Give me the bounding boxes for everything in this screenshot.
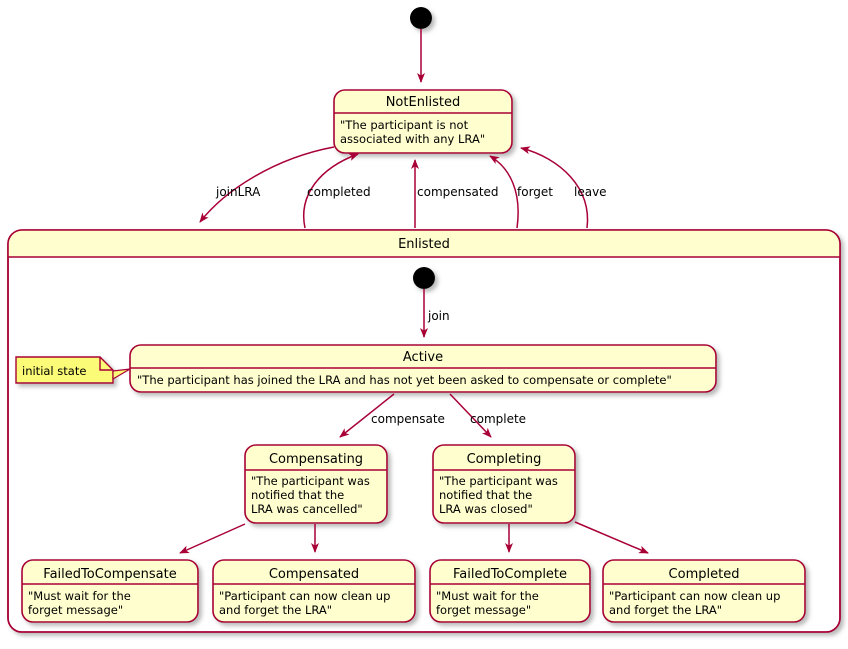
state-compensating-title: Compensating	[269, 452, 363, 467]
transition-completed: completed	[303, 153, 371, 229]
transition-compensated-label: compensated	[417, 185, 499, 199]
state-failedtocompensate[interactable]: FailedToCompensate "Must wait for the fo…	[21, 559, 199, 623]
transition-leave-line	[520, 146, 589, 229]
state-notenlisted-desc-line-1: "The participant is not	[340, 118, 469, 132]
transition-complete-label: complete	[470, 412, 526, 426]
transition-forget-line	[489, 155, 519, 229]
transition-completing-to-completed-line	[574, 521, 649, 554]
state-completed-title: Completed	[669, 567, 740, 582]
transition-compensate: compensate	[339, 393, 445, 438]
transition-join: join	[420, 289, 450, 338]
note-initial-state[interactable]: initial state	[15, 356, 131, 384]
state-compensating-box	[244, 444, 388, 524]
state-failedtocomplete-desc-line-1: "Must wait for the	[436, 589, 539, 603]
note-initial-state-fold-icon	[99, 357, 113, 371]
state-active-title: Active	[403, 350, 443, 365]
state-notenlisted-title: NotEnlisted	[386, 95, 461, 110]
state-completing-desc-line-3: LRA was closed"	[439, 502, 533, 516]
transition-compensating-to-failedtocompensate-line	[179, 523, 246, 554]
transition-completing-to-completed	[574, 521, 649, 554]
state-enlisted-outline	[7, 229, 841, 633]
state-failedtocomplete-title: FailedToComplete	[453, 567, 567, 582]
state-completing[interactable]: Completing "The participant was notified…	[432, 444, 576, 524]
transition-joinlra: joinLRA	[199, 146, 335, 223]
transition-completed-label: completed	[307, 185, 371, 199]
state-compensated[interactable]: Compensated "Participant can now clean u…	[212, 559, 416, 623]
state-failedtocompensate-desc-line-1: "Must wait for the	[28, 589, 131, 603]
transition-completed-line	[303, 153, 359, 229]
state-failedtocomplete[interactable]: FailedToComplete "Must wait for the forg…	[429, 559, 591, 623]
state-completed-box	[602, 559, 806, 623]
state-compensating-desc-line-3: LRA was cancelled"	[251, 502, 363, 516]
state-enlisted-title: Enlisted	[398, 237, 450, 252]
state-failedtocompensate-title: FailedToCompensate	[43, 567, 176, 582]
state-compensated-desc-line-1: "Participant can now clean up	[219, 589, 390, 603]
transition-forget-label: forget	[517, 185, 553, 199]
state-notenlisted[interactable]: NotEnlisted "The participant is not asso…	[333, 89, 513, 154]
state-notenlisted-box	[333, 89, 513, 154]
state-failedtocompensate-desc-line-2: forget message"	[28, 603, 123, 617]
transition-compensated: compensated	[411, 159, 499, 228]
note-initial-state-connector	[112, 368, 131, 381]
state-failedtocompensate-box	[21, 559, 199, 623]
state-compensating[interactable]: Compensating "The participant was notifi…	[244, 444, 388, 524]
state-compensated-box	[212, 559, 416, 623]
transition-compensate-line	[339, 393, 395, 438]
state-enlisted-header-fill	[8, 230, 840, 257]
transition-leave: leave	[520, 146, 607, 229]
transition-joinlra-line	[199, 146, 335, 223]
transition-complete-line	[449, 393, 492, 438]
state-compensated-desc-line-2: and forget the LRA"	[219, 603, 332, 617]
state-completing-box	[432, 444, 576, 524]
state-notenlisted-desc-line-2: associated with any LRA"	[340, 132, 485, 146]
state-compensating-desc-line-1: "The participant was	[251, 474, 370, 488]
outer-start-node	[410, 7, 432, 29]
state-enlisted[interactable]: Enlisted	[7, 229, 841, 633]
transition-compensating-to-failedtocompensate	[179, 523, 246, 554]
state-completed-desc-line-1: "Participant can now clean up	[609, 589, 780, 603]
state-completing-title: Completing	[467, 452, 542, 467]
state-completing-desc-line-1: "The participant was	[439, 474, 558, 488]
outer-start-node-circle	[410, 7, 432, 29]
state-completed[interactable]: Completed "Participant can now clean up …	[602, 559, 806, 623]
state-compensated-title: Compensated	[269, 567, 359, 582]
transition-forget: forget	[489, 155, 553, 229]
state-active[interactable]: Active "The participant has joined the L…	[129, 344, 717, 393]
state-failedtocomplete-box	[429, 559, 591, 623]
enlisted-start-node-circle	[413, 267, 435, 289]
state-compensating-desc-line-2: notified that the	[251, 488, 344, 502]
state-failedtocomplete-desc-line-2: forget message"	[436, 603, 531, 617]
state-completing-desc-line-2: notified that the	[439, 488, 532, 502]
transition-complete: complete	[449, 393, 526, 438]
transition-compensate-label: compensate	[371, 412, 445, 426]
transition-leave-label: leave	[574, 185, 607, 199]
transition-joinlra-label: joinLRA	[215, 185, 261, 199]
note-initial-state-text: initial state	[22, 364, 86, 378]
state-active-desc-line-1: "The participant has joined the LRA and …	[137, 373, 672, 387]
enlisted-start-node	[413, 267, 435, 289]
transition-join-label: join	[427, 309, 450, 323]
state-completed-desc-line-2: and forget the LRA"	[609, 603, 722, 617]
